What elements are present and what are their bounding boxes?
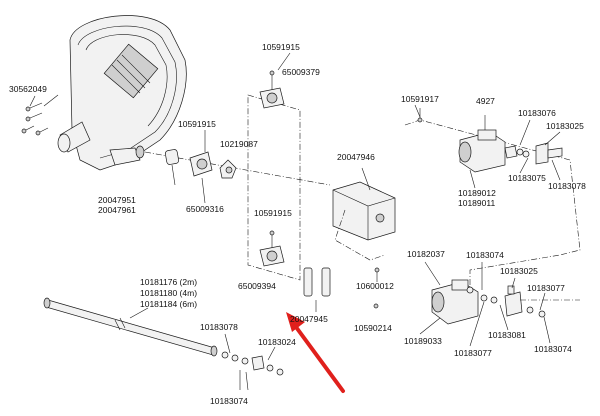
lower-pump-10182037: [431, 254, 580, 325]
label-10219087: 10219087: [220, 139, 258, 149]
label-20047961: 20047961: [98, 205, 136, 215]
label-hose-6m: 10181184 (6m): [140, 299, 197, 309]
upper-pump-4927: [404, 108, 581, 256]
label-10591915-a: 10591915: [262, 42, 300, 52]
leader-lines: [43, 52, 561, 361]
coupling-frame: [247, 70, 301, 281]
label-20047951: 20047951: [98, 195, 136, 205]
label-hose-4m: 10181180 (4m): [140, 288, 197, 298]
label-10590214: 10590214: [354, 323, 392, 333]
label-20047945: 20047945: [290, 314, 328, 324]
label-10183074-c: 10183074: [210, 396, 248, 406]
screw-10590214: [373, 303, 379, 309]
pump-bracket: [332, 167, 396, 261]
label-4927: 4927: [476, 96, 495, 106]
impeller-coupling-parts: [144, 130, 331, 204]
label-hose-2m: 10181176 (2m): [140, 277, 197, 287]
label-10183025-a: 10183025: [546, 121, 584, 131]
label-10591915-c: 10591915: [254, 208, 292, 218]
label-10189033: 10189033: [404, 336, 442, 346]
mounting-plates: [303, 267, 331, 312]
label-10600012: 10600012: [356, 281, 394, 291]
label-10182037: 10182037: [407, 249, 445, 259]
label-10183078-a: 10183078: [548, 181, 586, 191]
label-10591915-b: 10591915: [178, 119, 216, 129]
label-65009379: 65009379: [282, 67, 320, 77]
red-pointer-arrow: [286, 312, 345, 393]
screws-30562049: [21, 95, 49, 136]
label-30562049: 30562049: [9, 84, 47, 94]
label-10183074-b: 10183074: [534, 344, 572, 354]
label-10183075: 10183075: [508, 173, 546, 183]
label-10183077-a: 10183077: [527, 283, 565, 293]
label-10183077-b: 10183077: [454, 348, 492, 358]
label-65009316: 65009316: [186, 204, 224, 214]
label-10183024: 10183024: [258, 337, 296, 347]
label-10189011: 10189011: [458, 198, 495, 208]
label-10183074-a: 10183074: [466, 250, 504, 260]
label-10591917: 10591917: [401, 94, 439, 104]
part-labels: 30562049 10591915 65009379 10591917 4927…: [9, 42, 586, 406]
hose-assembly: [43, 297, 284, 391]
label-10189012: 10189012: [458, 188, 496, 198]
screw-10600012: [374, 267, 380, 273]
label-10183025-b: 10183025: [500, 266, 538, 276]
label-10183078-b: 10183078: [200, 322, 238, 332]
blower-housing: [57, 15, 187, 171]
label-10183081: 10183081: [488, 330, 526, 340]
label-10183076: 10183076: [518, 108, 556, 118]
label-20047946: 20047946: [337, 152, 375, 162]
label-65009394: 65009394: [238, 281, 276, 291]
